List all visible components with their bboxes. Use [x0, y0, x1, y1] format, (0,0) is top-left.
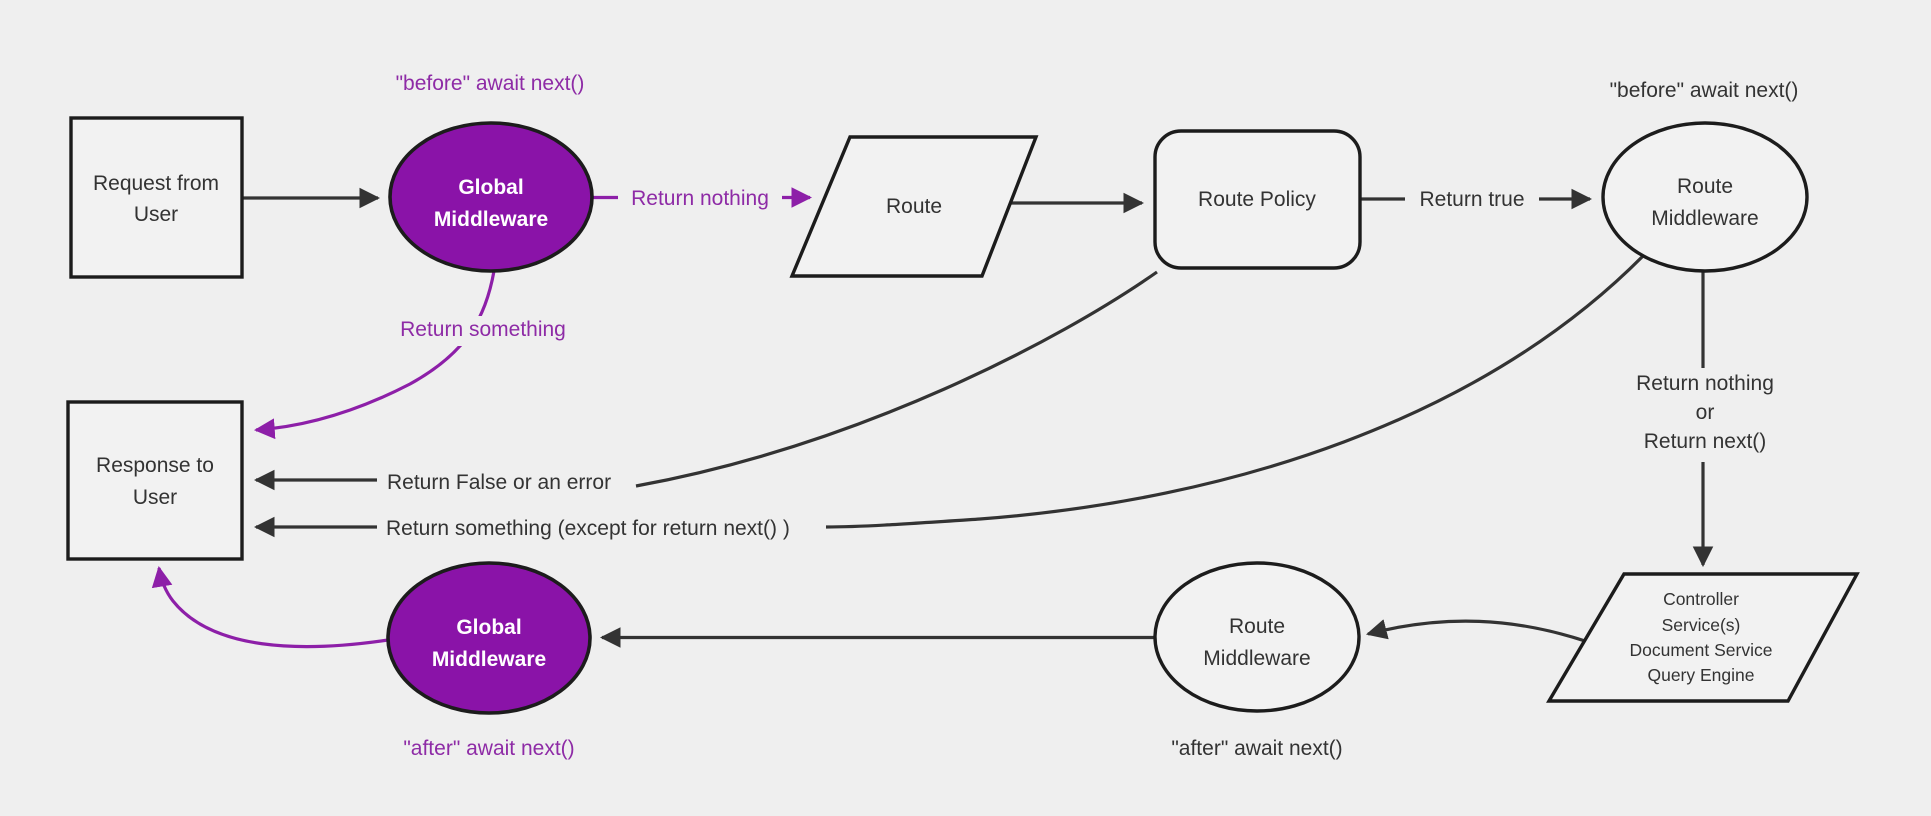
- edge-global-middleware-bottom-to-response: [151, 565, 389, 649]
- edge-route-middleware-to-response-curve: [825, 254, 1645, 529]
- edge-label-return-nothing-or-line3: Return next(): [1644, 430, 1767, 453]
- edge-label-return-something: Return something: [400, 318, 566, 341]
- route-middleware-bottom-label-line2: Middleware: [1203, 647, 1310, 670]
- request-from-user-label-line2: User: [134, 203, 178, 226]
- controller-services-label-line4: Query Engine: [1647, 665, 1754, 685]
- edge-global-middleware-top-to-response: [253, 270, 496, 440]
- annotation-before-await-next-global: "before" await next(): [396, 72, 585, 95]
- edge-label-return-nothing-or-line1: Return nothing: [1636, 372, 1774, 395]
- annotation-after-await-next-route: "after" await next(): [1171, 737, 1342, 760]
- label-bg: [1613, 368, 1795, 462]
- edge-controller-to-route-middleware-bottom: [1365, 619, 1586, 643]
- controller-services-parallelogram: [1546, 572, 1860, 703]
- global-middleware-bottom-ellipse: [386, 561, 592, 715]
- edge-label-return-nothing: Return nothing: [631, 187, 769, 210]
- edge-label-return-true: Return true: [1419, 188, 1524, 211]
- annotation-before-await-next-route: "before" await next(): [1610, 79, 1799, 102]
- route-policy-label: Route Policy: [1198, 188, 1316, 211]
- controller-services-label-line3: Document Service: [1630, 640, 1773, 660]
- controller-services-label-line1: Controller: [1663, 589, 1739, 609]
- route-label: Route: [886, 195, 942, 218]
- label-bg: [1405, 184, 1539, 214]
- global-middleware-top-label-line2: Middleware: [434, 208, 548, 231]
- edge-label-return-something-except: Return something (except for return next…: [386, 517, 790, 540]
- route-middleware-bottom-ellipse: [1153, 561, 1361, 713]
- nodes: Request from User Global Middleware Rout…: [66, 116, 1860, 715]
- route-parallelogram: [789, 135, 1039, 278]
- node-route-middleware-top: Route Middleware: [1601, 121, 1809, 273]
- node-request-from-user: Request from User: [69, 116, 244, 279]
- global-middleware-top-ellipse: [388, 121, 594, 273]
- global-middleware-top-label-line1: Global: [458, 176, 523, 199]
- node-route: Route: [789, 135, 1039, 278]
- controller-services-label-line2: Service(s): [1662, 615, 1741, 635]
- annotation-after-await-next-global: "after" await next(): [403, 737, 574, 760]
- node-route-middleware-bottom: Route Middleware: [1153, 561, 1361, 713]
- response-to-user-rect: [66, 400, 244, 561]
- route-middleware-top-label-line1: Route: [1677, 175, 1733, 198]
- edges: Return nothing Return true Return nothin…: [151, 182, 1795, 649]
- response-to-user-label-line2: User: [133, 486, 177, 509]
- node-route-policy: Route Policy: [1153, 129, 1362, 270]
- edge-route-policy-to-response-curve: [635, 270, 1158, 488]
- global-middleware-bottom-label-line2: Middleware: [432, 648, 546, 671]
- edge-label-return-nothing-or-line2: or: [1696, 401, 1715, 424]
- node-global-middleware-bottom: Global Middleware: [386, 561, 592, 715]
- annotations: "before" await next() "before" await nex…: [396, 72, 1799, 760]
- route-policy-rect: [1153, 129, 1362, 270]
- response-to-user-label-line1: Response to: [96, 454, 214, 477]
- node-response-to-user: Response to User: [66, 400, 244, 561]
- edge-label-return-false: Return False or an error: [387, 471, 611, 494]
- label-bg: [396, 316, 572, 346]
- route-middleware-top-ellipse: [1601, 121, 1809, 273]
- route-middleware-top-label-line2: Middleware: [1651, 207, 1758, 230]
- request-from-user-rect: [69, 116, 244, 279]
- route-middleware-bottom-label-line1: Route: [1229, 615, 1285, 638]
- node-controller-services: Controller Service(s) Document Service Q…: [1546, 572, 1860, 703]
- request-from-user-label-line1: Request from: [93, 172, 219, 195]
- global-middleware-bottom-label-line1: Global: [456, 616, 521, 639]
- label-bg: [618, 182, 782, 212]
- node-global-middleware-top: Global Middleware: [388, 121, 594, 273]
